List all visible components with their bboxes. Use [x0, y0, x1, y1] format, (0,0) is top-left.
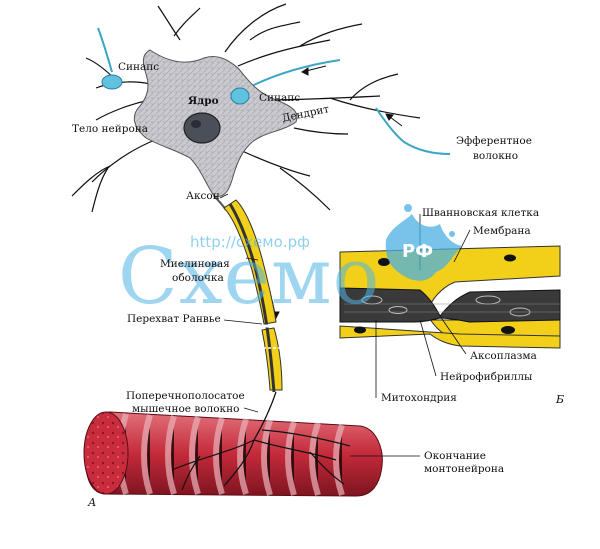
label-ranvier: Перехват Ранвье [127, 313, 221, 325]
panel-a [71, 3, 451, 497]
motor-endings [171, 391, 351, 491]
label-membrane: Мембрана [473, 225, 531, 237]
schwann-nuclei [354, 254, 516, 334]
muscle-fiber [83, 391, 383, 497]
axon [223, 199, 283, 393]
label-ending-2: монтонейрона [424, 463, 505, 475]
label-muscle-2: мышечное волокно [132, 403, 240, 415]
muscle-end-face [83, 411, 129, 495]
synapse-right [230, 87, 250, 105]
nucleolus [191, 120, 201, 128]
label-schwann: Шванновская клетка [422, 207, 540, 219]
nucleus-shape [183, 112, 221, 144]
label-neuron-body: Тело нейрона [72, 123, 149, 135]
label-ending-1: Окончание [424, 450, 486, 462]
label-mitochondria: Митохондрия [381, 392, 457, 404]
label-neurofibrils: Нейрофибриллы [440, 371, 533, 383]
label-myelin-1: Миелиновая [160, 258, 230, 270]
label-axoplasm: Аксоплазма [470, 350, 537, 362]
label-panel-a: А [88, 496, 97, 509]
watermark-rf: РФ [402, 241, 434, 262]
label-nucleus: Ядро [188, 95, 219, 107]
panel-b [339, 214, 561, 398]
label-synapse-right: Синапс [259, 92, 301, 104]
watermark-url: http://схемо.рф [190, 233, 310, 251]
label-axon: Аксон [186, 190, 220, 202]
label-efferent-1: Эфферентное [456, 135, 532, 147]
label-panel-b: Б [556, 393, 565, 406]
leader-lines-a [219, 193, 420, 457]
label-efferent-2: волокно [473, 150, 519, 162]
watermark-splash [385, 204, 462, 281]
label-muscle-1: Поперечнополосатое [126, 390, 245, 402]
label-myelin-2: оболочка [172, 272, 224, 284]
synapse-left [101, 74, 123, 90]
label-synapse-left: Синапс [118, 61, 160, 73]
watermark-logo: Схемо [118, 232, 381, 322]
